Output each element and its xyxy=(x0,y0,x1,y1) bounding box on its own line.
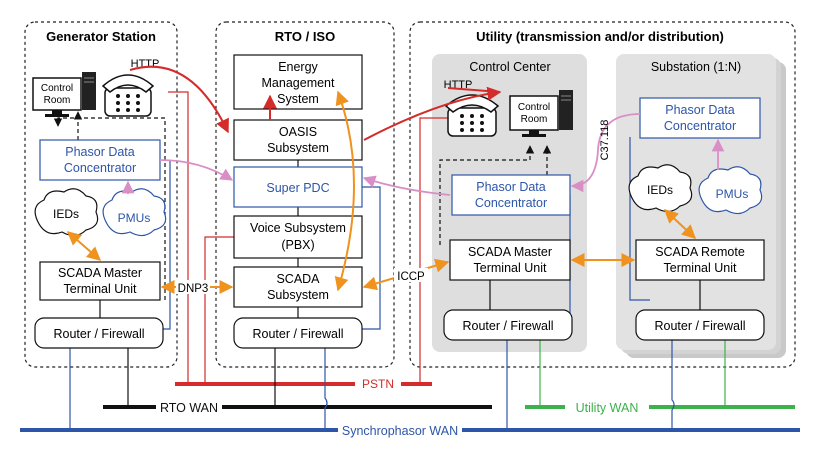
utility-zone xyxy=(409,21,796,368)
pstn-label: PSTN xyxy=(362,377,394,391)
substation-ieds-cloud: IEDs xyxy=(628,164,693,213)
svg-text:IEDs: IEDs xyxy=(647,183,673,197)
ems-scada-orange-arrow xyxy=(334,90,355,292)
svg-text:Terminal Unit: Terminal Unit xyxy=(474,261,547,275)
control-center-pdc-box[interactable]: Phasor Data Concentrator xyxy=(451,174,571,216)
svg-text:Phasor Data: Phasor Data xyxy=(665,103,735,117)
svg-text:PMUs: PMUs xyxy=(118,211,151,225)
svg-text:Concentrator: Concentrator xyxy=(64,161,136,175)
svg-text:Voice Subsystem: Voice Subsystem xyxy=(250,221,346,235)
control-center-scada-master-box[interactable]: SCADA Master Terminal Unit xyxy=(449,239,571,281)
svg-text:SCADA Remote: SCADA Remote xyxy=(655,245,745,259)
svg-text:Terminal Unit: Terminal Unit xyxy=(64,282,137,296)
control-center-title: Control Center xyxy=(469,60,550,74)
control-room-label: Control xyxy=(41,83,73,94)
svg-text:PMUs: PMUs xyxy=(716,187,749,201)
control-center-router-firewall[interactable]: Router / Firewall xyxy=(443,309,573,341)
substation-pmus-cloud: PMUs xyxy=(698,166,763,215)
super-pdc-box[interactable]: Super PDC xyxy=(233,166,363,208)
svg-text:Concentrator: Concentrator xyxy=(475,196,547,210)
rto-iso-zone xyxy=(215,21,395,368)
svg-text:Phasor Data: Phasor Data xyxy=(476,180,546,194)
generator-pdc-box[interactable]: Phasor Data Concentrator xyxy=(39,139,161,181)
iccp-label: ICCP xyxy=(397,271,425,283)
svg-text:Energy: Energy xyxy=(278,60,318,74)
svg-text:SCADA Master: SCADA Master xyxy=(58,266,142,280)
rto-wan-label: RTO WAN xyxy=(160,401,218,415)
http-arrow-control-center-oasis xyxy=(363,86,502,141)
svg-text:Concentrator: Concentrator xyxy=(664,119,736,133)
generator-ied-scada-arrow xyxy=(66,231,102,261)
svg-text:Router / Firewall: Router / Firewall xyxy=(54,327,145,341)
svg-text:Management: Management xyxy=(262,76,335,90)
generator-router-firewall[interactable]: Router / Firewall xyxy=(34,317,164,349)
rto-iso-title: RTO / ISO xyxy=(275,29,335,44)
generator-station-zone xyxy=(24,21,178,368)
substation-router-firewall[interactable]: Router / Firewall xyxy=(635,309,765,341)
svg-text:SCADA: SCADA xyxy=(276,272,320,286)
telephone-icon xyxy=(101,74,155,117)
http-arrow-generator-oasis xyxy=(129,65,229,134)
scada-remote-terminal-box[interactable]: SCADA Remote Terminal Unit xyxy=(635,239,765,281)
monitor-icon xyxy=(509,95,559,131)
svg-text:Router / Firewall: Router / Firewall xyxy=(253,327,344,341)
svg-text:System: System xyxy=(277,92,319,106)
svg-text:OASIS: OASIS xyxy=(279,125,317,139)
svg-text:Router / Firewall: Router / Firewall xyxy=(463,319,554,333)
generator-pmus-cloud: PMUs xyxy=(102,188,167,237)
substation-pdc-box[interactable]: Phasor Data Concentrator xyxy=(639,97,761,139)
svg-text:Router / Firewall: Router / Firewall xyxy=(655,319,746,333)
svg-text:Phasor Data: Phasor Data xyxy=(65,145,135,159)
voice-subsystem-box[interactable]: Voice Subsystem (PBX) xyxy=(233,215,363,259)
generator-control-room[interactable]: Control Room xyxy=(32,72,96,117)
control-center-telephone-icon xyxy=(444,94,500,137)
svg-text:(PBX): (PBX) xyxy=(281,238,314,252)
svg-text:Room: Room xyxy=(521,114,548,125)
c37-118-label: C37.118 xyxy=(599,120,611,161)
svg-text:Subsystem: Subsystem xyxy=(267,141,329,155)
svg-text:SCADA Master: SCADA Master xyxy=(468,245,552,259)
generator-station-title: Generator Station xyxy=(46,29,156,44)
utility-wan-label: Utility WAN xyxy=(576,401,639,415)
generator-scada-master-box[interactable]: SCADA Master Terminal Unit xyxy=(39,261,161,301)
cc-pdc-to-super-pdc xyxy=(362,175,451,196)
svg-text:Terminal Unit: Terminal Unit xyxy=(664,261,737,275)
control-center-control-room[interactable]: Control Room xyxy=(509,90,573,137)
svg-text:Control: Control xyxy=(518,102,550,113)
dnp3-label: DNP3 xyxy=(178,283,209,295)
substation-pdc-to-cc-pdc xyxy=(570,113,641,193)
generator-pdc-to-super-pdc xyxy=(159,159,234,181)
svg-text:IEDs: IEDs xyxy=(53,207,79,221)
svg-text:Super PDC: Super PDC xyxy=(266,181,329,195)
synchrophasor-wan-label: Synchrophasor WAN xyxy=(342,424,458,438)
control-room-label: Room xyxy=(44,95,71,106)
oasis-box[interactable]: OASIS Subsystem xyxy=(233,119,363,161)
svg-text:Subsystem: Subsystem xyxy=(267,288,329,302)
substation-ied-scada-arrow xyxy=(663,209,697,239)
rto-router-firewall[interactable]: Router / Firewall xyxy=(233,317,363,349)
generator-ieds-cloud: IEDs xyxy=(34,188,99,237)
ems-box[interactable]: Energy Management System xyxy=(233,54,363,110)
utility-title: Utility (transmission and/or distributio… xyxy=(476,29,724,44)
substation-title: Substation (1:N) xyxy=(651,60,741,74)
